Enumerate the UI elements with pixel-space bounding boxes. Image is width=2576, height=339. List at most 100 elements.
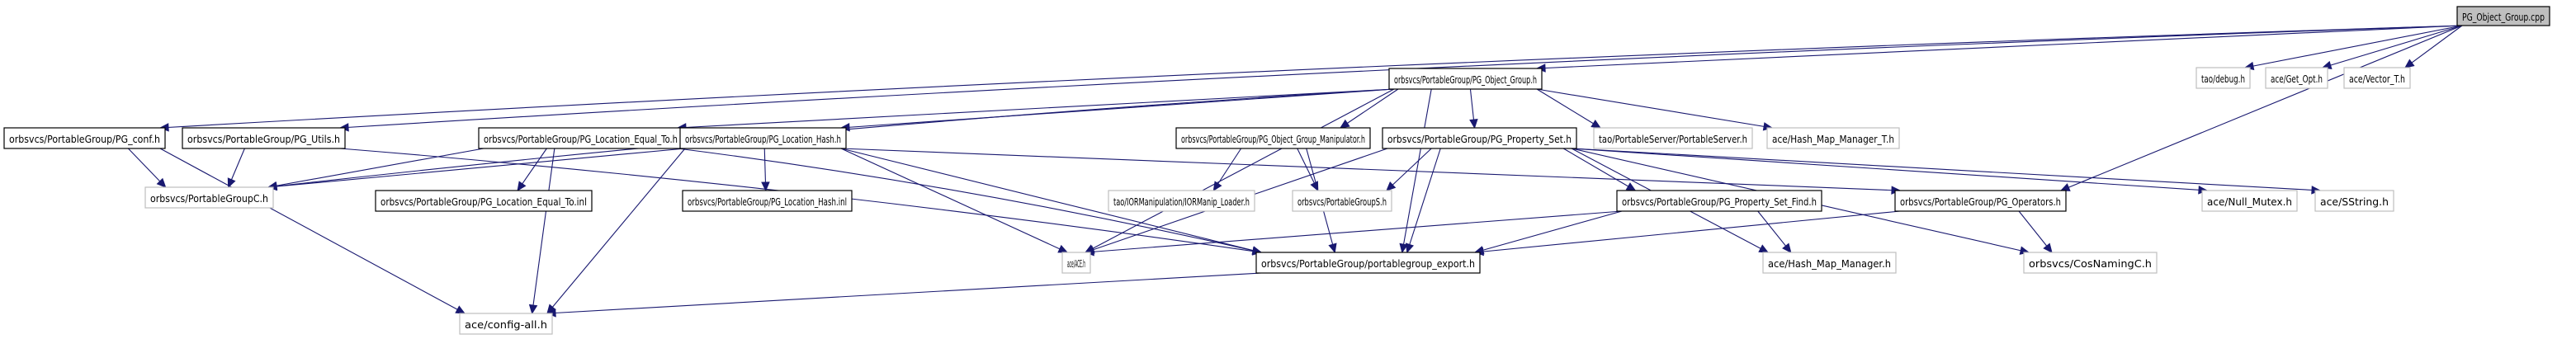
- node-label: orbsvcs/PortableGroup/PG_Operators.h: [1900, 195, 2061, 208]
- node-box[interactable]: [1255, 252, 1481, 274]
- node-box: [2201, 190, 2298, 212]
- arrowhead-icon: [2059, 183, 2071, 191]
- node-operators[interactable]: orbsvcs/PortableGroup/PG_Operators.h: [1894, 190, 2067, 212]
- edge-pgobjgrp_h-to-export: [1401, 88, 1432, 253]
- arrowhead-icon: [1625, 182, 1637, 191]
- node-loceqinl[interactable]: orbsvcs/PortableGroup/PG_Location_Equal_…: [375, 190, 593, 212]
- node-box[interactable]: [1616, 190, 1822, 212]
- edge-propfind-to-export: [1474, 210, 1623, 253]
- node-box: [1762, 252, 1897, 274]
- node-box: [2314, 190, 2394, 212]
- edge-lochash-to-ace: [840, 148, 1068, 253]
- edge-operators-to-export: [1474, 210, 1901, 253]
- node-label: orbsvcs/PortableGroup/PG_Location_Hash.h: [685, 133, 841, 145]
- edge-lochash-to-pgc: [267, 148, 686, 188]
- node-conf[interactable]: orbsvcs/PortableGroup/PG_conf.h: [3, 127, 166, 149]
- arrowhead-icon: [761, 181, 770, 192]
- node-propset[interactable]: orbsvcs/PortableGroup/PG_Property_Set.h: [1382, 127, 1577, 149]
- node-export[interactable]: orbsvcs/PortableGroup/portablegroup_expo…: [1255, 252, 1481, 274]
- node-box[interactable]: [3, 127, 166, 149]
- arrowhead-icon: [1328, 242, 1337, 254]
- arrowhead-icon: [227, 177, 236, 189]
- edge-pgobjgrp_h-to-lochash: [840, 88, 1395, 129]
- node-box[interactable]: [182, 127, 346, 149]
- edge-pgobjgrp_h-to-hashmapT: [1536, 88, 1773, 129]
- node-getopt: ace/Get_Opt.h: [2265, 67, 2328, 89]
- edge-root-to-operators: [2060, 25, 2463, 191]
- node-label: ace/Hash_Map_Manager_T.h: [1772, 133, 1894, 145]
- arrowhead-icon: [1386, 181, 1397, 191]
- arrowhead-icon: [1405, 242, 1414, 254]
- arrowhead-icon: [1340, 119, 1350, 129]
- node-box: [2343, 67, 2411, 89]
- edge-root-to-getopt: [2322, 25, 2463, 68]
- edge-loceq-to-export: [677, 148, 1262, 253]
- node-box[interactable]: [1382, 127, 1577, 149]
- node-label: ace/Get_Opt.h: [2271, 73, 2323, 85]
- arrowhead-icon: [517, 181, 527, 192]
- node-label: orbsvcs/PortableGroup/PG_Object_Group_Ma…: [1181, 133, 1365, 145]
- node-label: tao/PortableServer/PortableServer.h: [1599, 133, 1747, 145]
- edge-pgobjgrp_h-to-manip: [1340, 88, 1399, 129]
- node-box[interactable]: [1175, 127, 1371, 149]
- edge-root-to-conf: [159, 25, 2463, 129]
- node-hashmap: ace/Hash_Map_Manager.h: [1762, 252, 1897, 274]
- node-box[interactable]: [1388, 68, 1543, 90]
- node-root[interactable]: PG_Object_Group.cpp: [2456, 6, 2550, 26]
- arrowhead-icon: [528, 304, 538, 315]
- node-box: [2196, 67, 2251, 89]
- node-propfind[interactable]: orbsvcs/PortableGroup/PG_Property_Set_Fi…: [1616, 190, 1822, 212]
- node-label: ace/SString.h: [2320, 195, 2389, 208]
- node-manip[interactable]: orbsvcs/PortableGroup/PG_Object_Group_Ma…: [1175, 127, 1371, 149]
- node-label: ace/Vector_T.h: [2349, 73, 2405, 85]
- node-label: orbsvcs/PortableGroup/PG_Location_Hash.i…: [688, 195, 847, 208]
- node-utils[interactable]: orbsvcs/PortableGroup/PG_Utils.h: [182, 127, 346, 149]
- arrowhead-icon: [1591, 120, 1602, 129]
- edge-propfind-to-ace: [1085, 210, 1623, 253]
- node-label: orbsvcs/PortableGroup/portablegroup_expo…: [1261, 257, 1475, 270]
- node-box: [144, 186, 274, 209]
- edge-root-to-debug: [2244, 25, 2463, 68]
- node-sstring: ace/SString.h: [2314, 190, 2394, 212]
- edge-conf-to-configall: [159, 148, 466, 314]
- arrowhead-icon: [156, 177, 167, 188]
- node-box: [1061, 252, 1091, 274]
- node-box[interactable]: [679, 127, 847, 149]
- arrowhead-icon: [1782, 242, 1792, 253]
- node-box: [1108, 190, 1255, 212]
- arrowhead-icon: [455, 305, 466, 314]
- node-box: [2023, 252, 2158, 274]
- node-box[interactable]: [1894, 190, 2067, 212]
- edge-lochash-to-operators: [840, 148, 1901, 191]
- node-label: orbsvcs/PortableGroupC.h: [150, 192, 268, 205]
- arrowhead-icon: [2404, 59, 2415, 68]
- node-debug: tao/debug.h: [2196, 67, 2251, 89]
- node-box: [2265, 67, 2328, 89]
- node-label: ace/ACE.h: [1067, 257, 1085, 270]
- node-box: [1593, 127, 1753, 149]
- edge-propset-to-nullmutex: [1571, 148, 2208, 191]
- edge-loceq-to-configall: [532, 148, 555, 314]
- node-hashmapT: ace/Hash_Map_Manager_T.h: [1766, 127, 1900, 149]
- node-box: [1292, 190, 1392, 212]
- edge-propset-to-sstring: [1571, 148, 2321, 191]
- edge-pgobjgrp_h-to-ace: [1085, 88, 1395, 253]
- node-pgs: orbsvcs/PortableGroupS.h: [1292, 190, 1392, 212]
- node-label: orbsvcs/PortableGroupS.h: [1297, 195, 1387, 208]
- node-label: orbsvcs/CosNamingC.h: [2029, 257, 2152, 270]
- node-loceq[interactable]: orbsvcs/PortableGroup/PG_Location_Equal_…: [478, 127, 683, 149]
- edge-root-to-pgobjgrp_h: [1536, 25, 2463, 69]
- node-box[interactable]: [2456, 6, 2550, 26]
- nodes-layer: PG_Object_Group.cpp orbsvcs/PortableGroup…: [3, 6, 2550, 335]
- node-box[interactable]: [682, 190, 853, 212]
- node-pgobjgrp_h[interactable]: orbsvcs/PortableGroup/PG_Object_Group.h: [1388, 68, 1543, 90]
- node-pgc: orbsvcs/PortableGroupC.h: [144, 186, 274, 209]
- node-box[interactable]: [375, 190, 593, 212]
- node-iormanip: tao/IORManipulation/IORManip_Loader.h: [1108, 190, 1255, 212]
- edge-root-to-vector: [2404, 25, 2463, 68]
- node-label: tao/debug.h: [2201, 73, 2245, 85]
- edge-lochash-to-export: [840, 148, 1262, 253]
- node-lochash[interactable]: orbsvcs/PortableGroup/PG_Location_Hash.h: [679, 127, 847, 149]
- node-label: PG_Object_Group.cpp: [2462, 11, 2545, 23]
- node-lochashinl[interactable]: orbsvcs/PortableGroup/PG_Location_Hash.i…: [682, 190, 853, 212]
